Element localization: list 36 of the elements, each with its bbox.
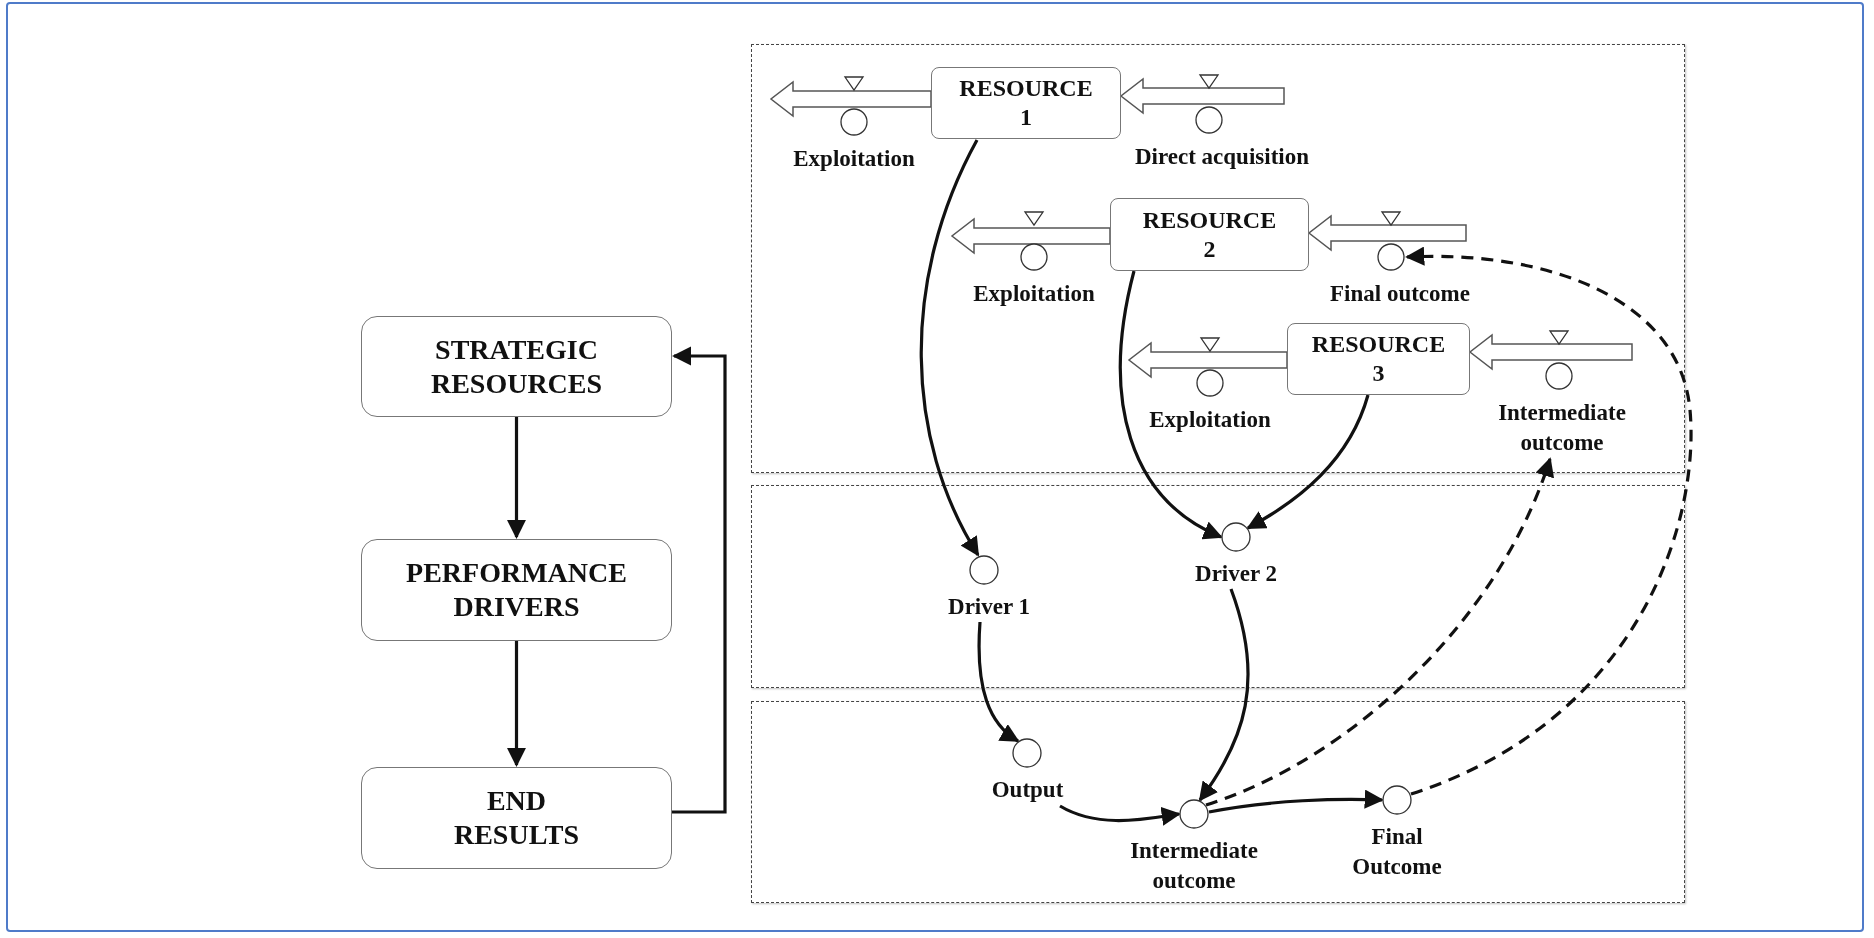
flow-label: Exploitation [792,145,916,173]
stock-box: RESOURCE 1 [931,67,1121,139]
stock-box: RESOURCE 2 [1110,198,1309,271]
flow-pipe [1127,341,1288,379]
dashed-arrow [1205,457,1554,807]
arrow [977,621,1020,743]
flow-pipe [1468,333,1633,371]
variable-label: Driver 2 [1194,560,1278,588]
arrow [506,641,527,767]
auxiliary-variable [990,738,1065,805]
flow-pipe [950,217,1111,255]
process-box: STRATEGIC RESOURCES [361,316,672,417]
flow-label: Direct acquisition [1134,143,1310,171]
arrow [919,139,980,557]
arrow [506,417,527,539]
flow-label: Exploitation [972,280,1096,308]
variable-label: Driver 1 [947,593,1031,621]
stock-box: RESOURCE 3 [1287,323,1470,395]
arrow [1059,804,1181,827]
flow-pipe [1307,214,1467,252]
arrow [1198,588,1250,802]
dashed-arrow [1405,247,1693,796]
arrow [1208,789,1384,814]
flow-pipe [1119,77,1285,115]
flow-label: Final outcome [1329,280,1471,308]
arrow [1246,394,1370,530]
variable-label: Final Outcome [1351,823,1443,881]
flow-label: Intermediate outcome [1497,399,1627,457]
flow-label: Exploitation [1148,406,1272,434]
variable-label: Output [990,776,1065,804]
process-box: PERFORMANCE DRIVERS [361,539,672,641]
variable-label: Intermediate outcome [1129,837,1259,895]
process-box: END RESULTS [361,767,672,869]
arrow [1118,270,1223,539]
flow-pipe [769,80,932,118]
arrow [672,346,727,814]
